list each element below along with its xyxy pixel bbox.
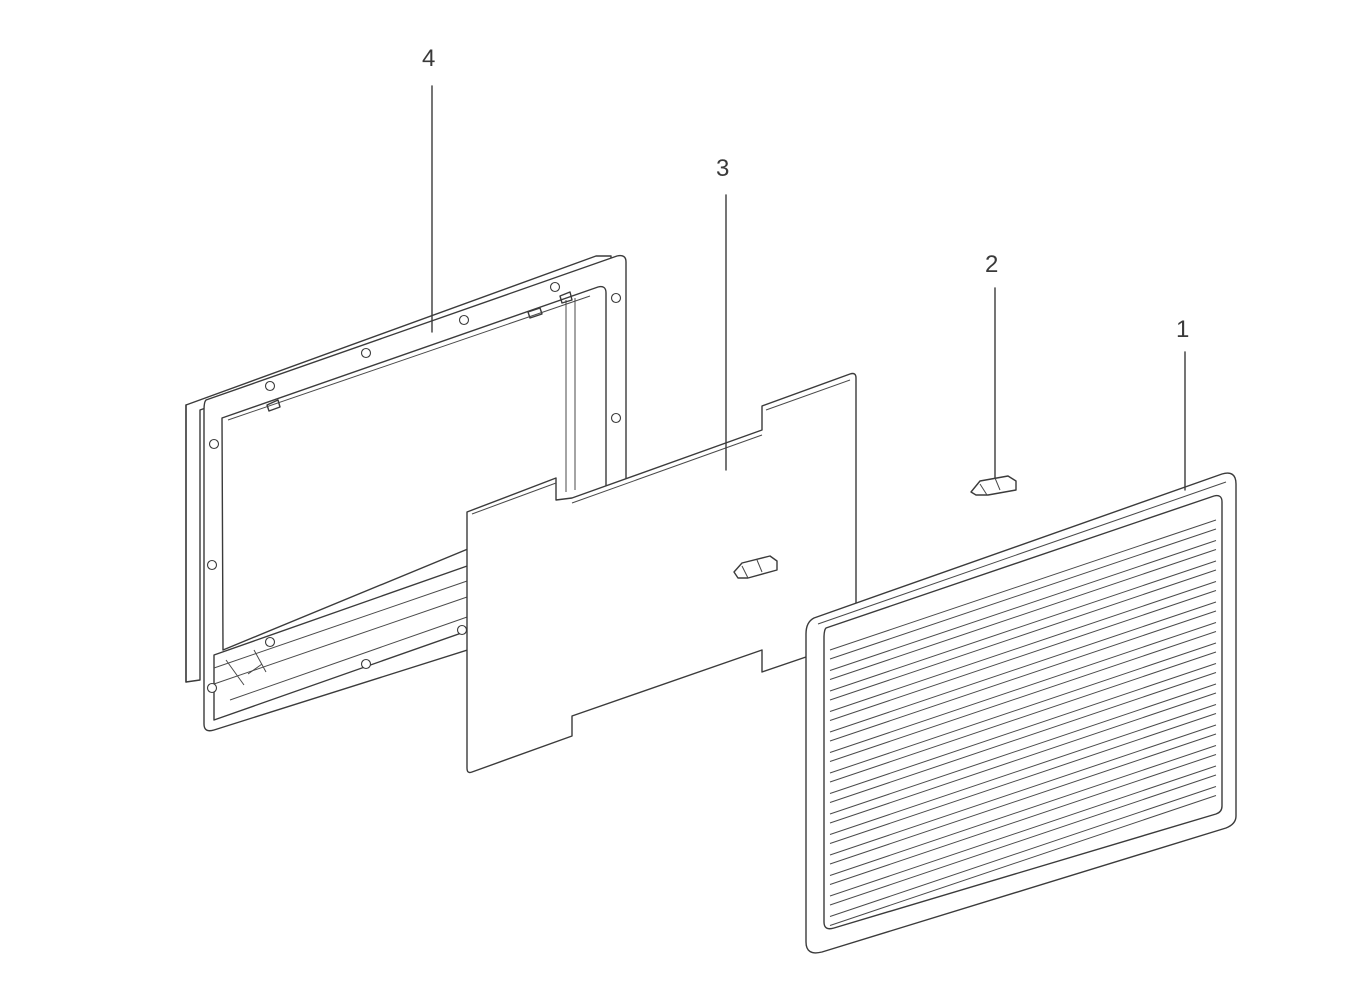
louvre-slat — [829, 540, 1217, 680]
callout-4: 4 — [422, 45, 436, 72]
louvre-slat — [829, 519, 1217, 660]
callout-3: 3 — [716, 155, 730, 182]
louvre-slat — [829, 745, 1217, 885]
louvre-slat — [829, 642, 1217, 783]
louvre-slat — [829, 601, 1217, 742]
louvre-slat — [829, 581, 1217, 721]
louvre-slat — [829, 622, 1217, 762]
leader-lines — [431, 85, 1186, 491]
louvre-slat — [829, 683, 1217, 824]
part-2-clip — [970, 475, 1017, 496]
part-1-louvred-grille — [805, 472, 1237, 954]
louvre-slat — [829, 560, 1217, 701]
callout-1: 1 — [1176, 316, 1190, 343]
louvre-slat — [829, 704, 1217, 844]
louvre-slat — [829, 663, 1217, 803]
callout-2: 2 — [985, 251, 999, 278]
louvre-slat — [829, 765, 1217, 906]
louvre-slat — [829, 786, 1217, 926]
louvre-slat — [829, 724, 1217, 865]
